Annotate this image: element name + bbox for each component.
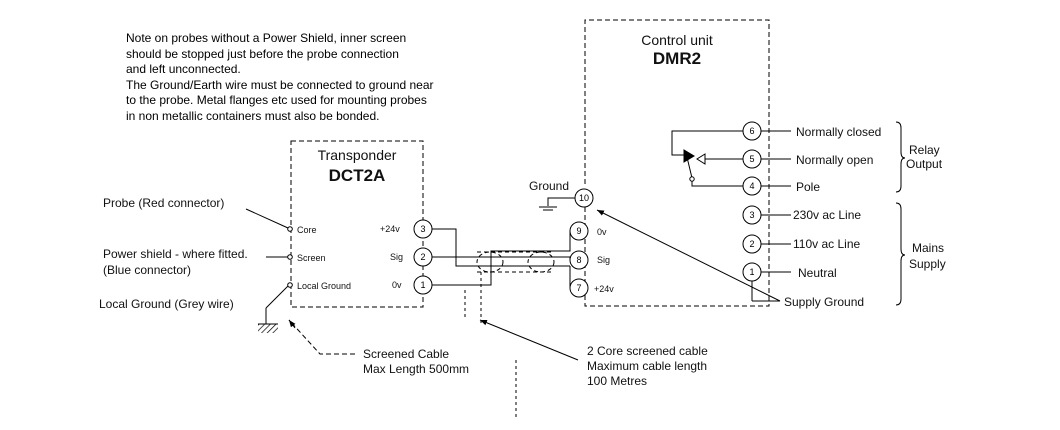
note-line: in non metallic containers must also be … xyxy=(126,108,380,123)
terminal-number: 10 xyxy=(578,193,589,203)
mains-230-label: 230v ac Line xyxy=(793,208,862,222)
mains-group-label: Mains xyxy=(912,241,945,255)
transponder-model: DCT2A xyxy=(328,166,386,185)
note-line: Note on probes without a Power Shield, i… xyxy=(126,31,407,45)
terminal-number: 1 xyxy=(749,267,755,277)
transponder-terminal-label: +24v xyxy=(380,224,400,234)
relay-group-label: Relay xyxy=(909,143,940,157)
control-unit-model: DMR2 xyxy=(652,49,702,68)
mains-110-label: 110v ac Line xyxy=(793,237,861,251)
terminal-number: 6 xyxy=(749,126,755,136)
control-unit-label: Control unit xyxy=(641,32,713,48)
transponder-box xyxy=(290,140,424,308)
terminal-number: 3 xyxy=(420,224,426,234)
supply-ground-label: Supply Ground xyxy=(784,295,865,309)
input-core-label: Core xyxy=(297,225,317,235)
terminal-number: 2 xyxy=(420,252,426,262)
local-ground-label: Local Ground (Grey wire) xyxy=(99,297,234,311)
mains-group-label: Supply xyxy=(909,257,946,271)
note-line: to the probe. Metal flanges etc used for… xyxy=(126,93,427,107)
screened-cable-label: Screened Cable xyxy=(363,347,450,361)
terminal-number: 5 xyxy=(749,154,755,164)
transponder-terminal-label: Sig xyxy=(390,252,404,262)
installation-note: Note on probes without a Power Shield, i… xyxy=(126,31,486,124)
relay-no-label: Normally open xyxy=(796,153,874,167)
shield-label: Power shield - where fitted. xyxy=(103,247,248,261)
terminal-number: 4 xyxy=(749,181,755,191)
core-cable-max: Maximum cable length xyxy=(587,359,708,373)
note-line: The Ground/Earth wire must be connected … xyxy=(126,77,434,92)
note-line: and left unconnected. xyxy=(126,62,241,76)
core-cable-length: 100 Metres xyxy=(587,374,648,388)
control-terminal-label: Sig xyxy=(597,255,611,265)
terminal-number: 2 xyxy=(749,239,755,249)
shield-sublabel: (Blue connector) xyxy=(103,263,192,277)
input-screen-label: Screen xyxy=(297,253,326,263)
core-cable-label: 2 Core screened cable xyxy=(587,344,708,358)
control-terminal-label: 0v xyxy=(597,227,607,237)
note-line: should be stopped just before the probe … xyxy=(126,46,399,61)
input-local-ground-label: Local Ground xyxy=(297,281,352,291)
control-terminal-label: +24v xyxy=(594,284,614,294)
mains-neutral-label: Neutral xyxy=(798,266,837,280)
probe-label: Probe (Red connector) xyxy=(103,196,225,210)
transponder-terminal-label: 0v xyxy=(392,280,402,290)
terminal-number: 3 xyxy=(749,210,755,220)
relay-nc-label: Normally closed xyxy=(796,125,882,139)
relay-group-label: Output xyxy=(906,157,943,171)
transponder-label: Transponder xyxy=(317,147,397,163)
terminal-number: 7 xyxy=(576,283,582,293)
terminal-number: 8 xyxy=(576,255,582,265)
relay-pole-label: Pole xyxy=(796,180,821,194)
terminal-number: 1 xyxy=(420,280,426,290)
screened-cable-length: Max Length 500mm xyxy=(363,362,470,376)
ground-label: Ground xyxy=(529,179,570,193)
terminal-number: 9 xyxy=(576,226,582,236)
